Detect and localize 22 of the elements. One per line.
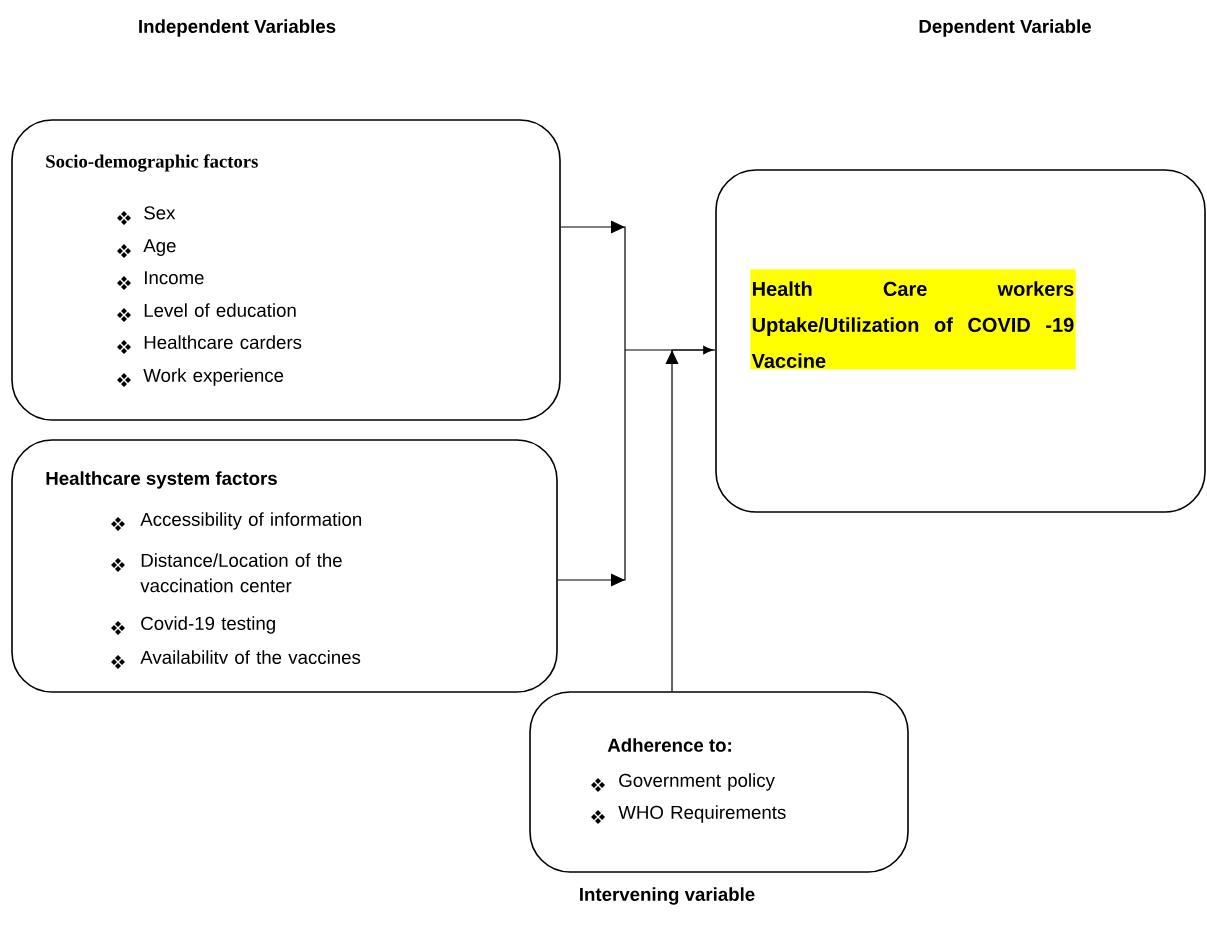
list-item: Government policy [619,773,775,791]
list-item: Sex [144,206,176,220]
list-item: Level of education [144,303,296,317]
list-item: Accessibility of information [140,512,362,530]
heading: Adherence to: [607,738,731,752]
list-item: WHO Requirements [618,805,786,823]
arrow [665,349,716,692]
arrow [560,220,626,351]
heading: Socio-demographic factors [46,154,258,172]
list-item: Availabilitv of the vaccines [140,650,361,664]
arrow [624,345,714,355]
list-item: Work experience [143,368,284,386]
heading: Health Care workers Uptake/Utilization of COVID -19 Vaccine [750,269,1076,370]
section-heading: Dependent Variable [919,19,1091,37]
list-item: Healthcare carders [144,335,302,349]
list-item: Covid-19 testing [141,616,275,634]
section-heading: Independent Variables [139,19,336,37]
arrow [557,349,626,587]
heading: Healthcare system factors [46,471,277,489]
list-item: Age [143,239,176,256]
list-item: Distance/Location of the vaccination center [140,553,342,593]
list-item: Income [145,271,204,285]
